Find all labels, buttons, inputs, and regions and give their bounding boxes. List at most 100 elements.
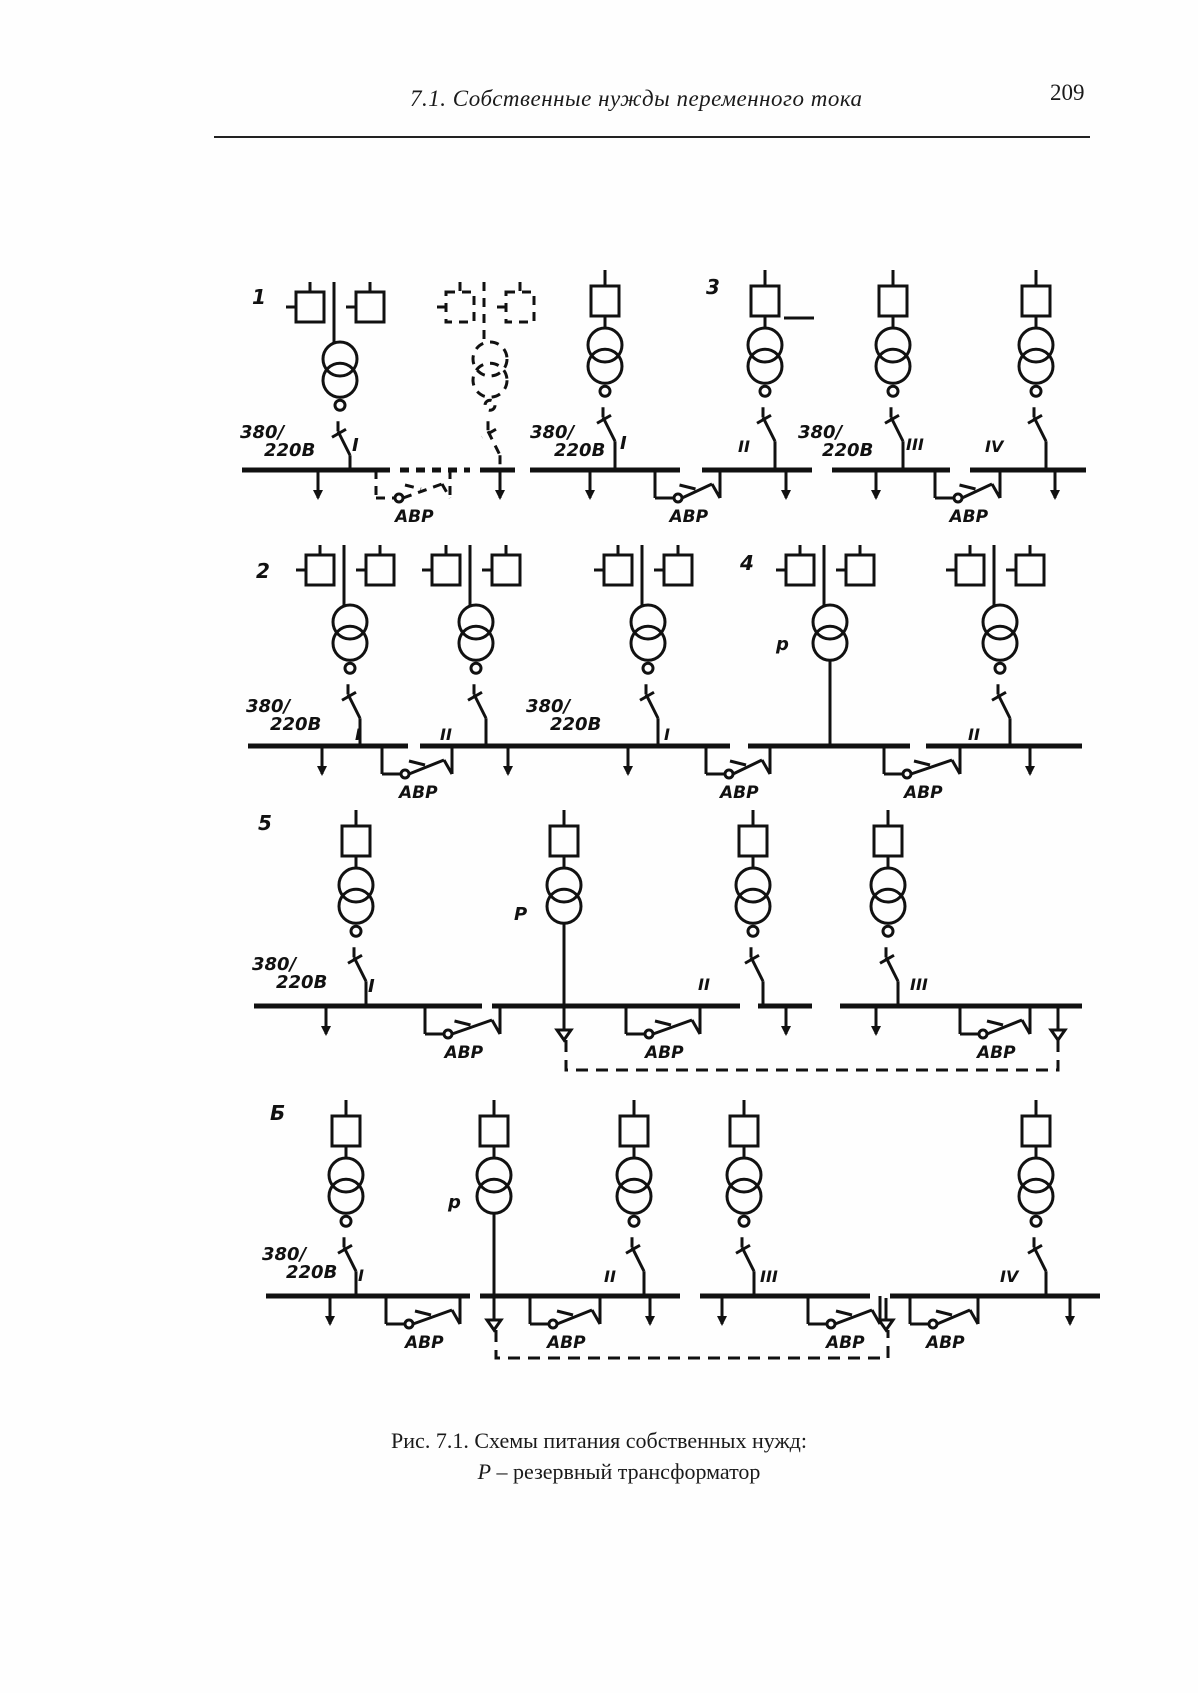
terminal-dot: [341, 1216, 351, 1226]
terminal-dot: [345, 663, 355, 673]
terminal-dot: [471, 663, 481, 673]
avr-label: АВР: [393, 507, 434, 527]
reserve-tap-symbol: [1051, 1030, 1065, 1040]
switch-blade: [603, 417, 615, 441]
transformer-winding-hv: [1019, 328, 1053, 362]
transformer-winding-hv: [748, 328, 782, 362]
terminal-dot: [760, 386, 770, 396]
terminal-dot: [1031, 1216, 1041, 1226]
breaker-box: [730, 1116, 758, 1146]
breaker-box: [342, 826, 370, 856]
section-label-II: II: [698, 975, 710, 994]
outgoing-arrow: [623, 766, 633, 776]
terminal-dot: [995, 663, 1005, 673]
terminal-dot: [629, 1216, 639, 1226]
breaker-box: [846, 555, 874, 585]
transformer-winding-lv: [617, 1179, 651, 1213]
outgoing-arrow: [645, 1316, 655, 1326]
breaker-box: [306, 555, 334, 585]
terminal-dot: [739, 1216, 749, 1226]
breaker-box: [739, 826, 767, 856]
transformer-winding-lv: [727, 1179, 761, 1213]
transformer-winding-lv: [588, 349, 622, 383]
voltage-denominator: 220В: [822, 440, 873, 461]
avr-label: АВР: [948, 507, 989, 527]
breaker-box: [480, 1116, 508, 1146]
avr-label: АВР: [643, 1043, 684, 1063]
terminal-dot: [600, 386, 610, 396]
transformer-winding-lv: [631, 626, 665, 660]
terminal-dot: [351, 926, 361, 936]
caption-line-1: Рис. 7.1. Схемы питания собственных нужд…: [391, 1428, 807, 1453]
avr-contact: [549, 1320, 557, 1328]
avr-contact: [929, 1320, 937, 1328]
transformer-winding-lv: [333, 626, 367, 660]
terminal-dot: [748, 926, 758, 936]
avr-label: АВР: [443, 1043, 484, 1063]
avr-contact: [401, 770, 409, 778]
section-label-IV: IV: [985, 437, 1005, 456]
outgoing-arrow: [325, 1316, 335, 1326]
outgoing-arrow: [781, 490, 791, 500]
switch-blade: [891, 417, 903, 441]
voltage-denominator: 220В: [550, 714, 601, 735]
switch-blade: [998, 694, 1010, 718]
switch-blade: [344, 1247, 356, 1271]
caption-line-2: Р – резервный трансформатор: [0, 1456, 1198, 1487]
scheme-number-1: 1: [252, 285, 266, 309]
breaker-box: [332, 1116, 360, 1146]
breaker-box: [356, 292, 384, 322]
outgoing-arrow: [503, 766, 513, 776]
outgoing-arrow: [1065, 1316, 1075, 1326]
breaker-box: [664, 555, 692, 585]
avr-label: АВР: [718, 783, 759, 803]
avr-mark: [405, 485, 421, 489]
transformer-winding-hv: [736, 868, 770, 902]
breaker-box: [874, 826, 902, 856]
breaker-box: [492, 555, 520, 585]
switch-blade: [348, 694, 360, 718]
outgoing-arrow: [313, 490, 323, 500]
outgoing-arrow: [321, 1026, 331, 1036]
outgoing-arrow: [717, 1316, 727, 1326]
transformer-winding-hv: [333, 605, 367, 639]
section-label-IV: IV: [1000, 1267, 1020, 1286]
avr-mark: [655, 1021, 671, 1025]
terminal-dot: [883, 926, 893, 936]
avr-mark: [680, 485, 696, 489]
transformer-winding-lv: [477, 1179, 511, 1213]
breaker-box: [956, 555, 984, 585]
section-label-III: III: [760, 1267, 778, 1286]
breaker-box: [366, 555, 394, 585]
reserve-label-5: Р: [514, 904, 527, 925]
avr-label: АВР: [545, 1333, 586, 1353]
voltage-denominator: 220В: [276, 972, 327, 993]
reserve-label-4: р: [775, 634, 789, 655]
outgoing-arrow: [1050, 490, 1060, 500]
transformer-winding-hv: [727, 1158, 761, 1192]
transformer-winding-hv: [323, 342, 357, 376]
avr-mark: [836, 1311, 852, 1315]
breaker-box: [786, 555, 814, 585]
switch-blade: [763, 417, 775, 441]
avr-mark: [936, 1311, 952, 1315]
avr-mark: [987, 1021, 1003, 1025]
scheme-number-4: 4: [739, 551, 754, 575]
avr-contact: [674, 494, 682, 502]
transformer-winding-hv: [1019, 1158, 1053, 1192]
outgoing-arrow: [317, 766, 327, 776]
transformer-winding-hv: [547, 868, 581, 902]
outgoing-arrow: [871, 490, 881, 500]
section-label-I: I: [355, 725, 361, 744]
switch-blade: [474, 694, 486, 718]
transformer-winding-hv: [631, 605, 665, 639]
transformer-winding-hv: [588, 328, 622, 362]
transformer-winding-hv: [617, 1158, 651, 1192]
section-label-III: III: [906, 435, 924, 454]
breaker-box: [591, 286, 619, 316]
breaker-box: [1016, 555, 1044, 585]
breaker-box: [620, 1116, 648, 1146]
avr-mark: [557, 1311, 573, 1315]
transformer-winding-lv: [473, 363, 507, 397]
avr-mark: [960, 485, 976, 489]
